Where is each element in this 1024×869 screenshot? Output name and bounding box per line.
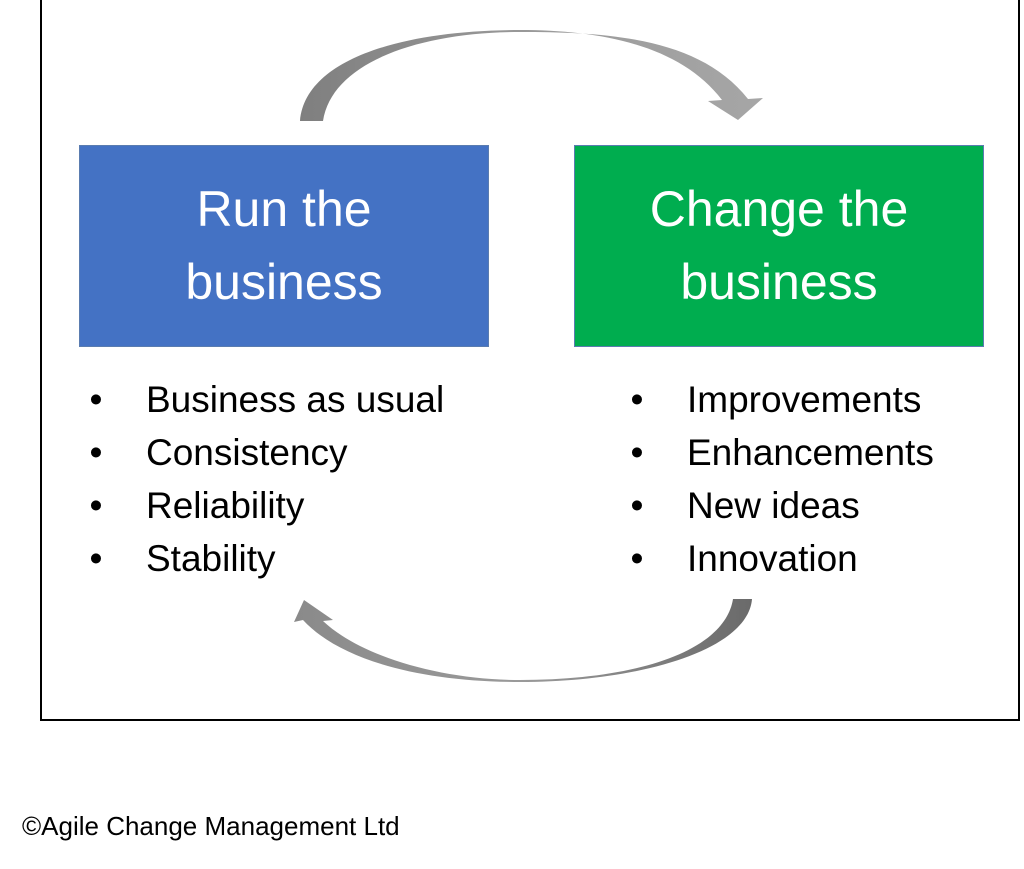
run-the-business-box: Run the business [79, 145, 489, 347]
run-box-title-line1: Run the [196, 181, 372, 237]
bullet-icon: • [89, 485, 103, 526]
bullet-icon: • [89, 432, 103, 473]
list-item-text: Innovation [687, 538, 858, 579]
run-business-list: • Business as usual • Consistency • Reliabi… [84, 373, 445, 585]
diagram-frame [40, 0, 1020, 721]
bullet-icon: • [89, 379, 103, 420]
run-box-title-line2: business [185, 254, 383, 310]
list-item: • Reliability [84, 479, 444, 532]
list-item-text: Stability [146, 538, 276, 579]
list-item: • Consistency [84, 426, 444, 479]
list-item: • Business as usual [84, 373, 445, 426]
bullet-icon: • [630, 379, 644, 420]
bullet-icon: • [630, 485, 644, 526]
list-item-text: Enhancements [687, 432, 934, 473]
list-item-text: Reliability [146, 485, 305, 526]
list-item-text: New ideas [687, 485, 860, 526]
list-item: • New ideas [625, 479, 934, 532]
list-item: • Stability [84, 532, 444, 585]
list-item: • Improvements [625, 373, 934, 426]
list-item-text: Improvements [687, 379, 922, 420]
list-item-text: Consistency [146, 432, 348, 473]
list-item-text: Business as usual [146, 379, 445, 420]
list-item: • Enhancements [625, 426, 934, 479]
copyright-notice: ©Agile Change Management Ltd [22, 811, 400, 841]
bullet-icon: • [630, 432, 644, 473]
change-box-title-line1: Change the [649, 181, 909, 237]
bullet-icon: • [630, 538, 644, 579]
arrow-change-to-run [294, 599, 752, 682]
list-item: • Innovation [625, 532, 934, 585]
arrow-run-to-change [300, 30, 763, 121]
change-box-title-line2: business [680, 254, 878, 310]
change-the-business-box: Change the business [574, 145, 984, 347]
change-business-list: • Improvements • Enhancements • New ideas •… [625, 373, 934, 585]
bullet-icon: • [89, 538, 103, 579]
